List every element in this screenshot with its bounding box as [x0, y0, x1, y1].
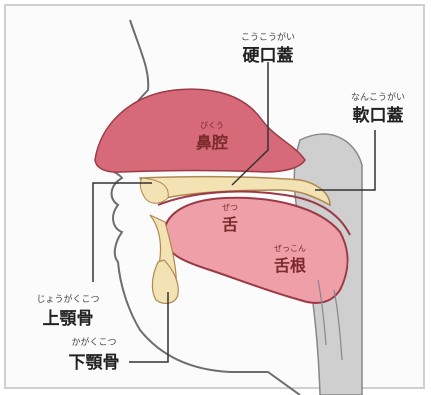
soft-palate-label: 軟口蓋 [353, 105, 404, 126]
nasal-cavity-ruby: びくう [200, 121, 224, 130]
tongue-label: 舌 [222, 215, 238, 234]
tongue-root-ruby: ぜっこん [274, 244, 306, 253]
maxilla-label: 上顎骨 [43, 309, 94, 329]
nasal-cavity-shape [95, 89, 305, 172]
hard-palate-label: 硬口蓋 [243, 46, 294, 66]
tongue-ruby: ぜつ [222, 203, 238, 212]
nasal-cavity-label: 鼻腔 [196, 133, 228, 152]
maxilla-ruby: じょうがくこつ [36, 293, 99, 305]
soft-palate-ruby: なんこうがい [351, 91, 405, 103]
hard-palate-ruby: こうこうがい [241, 31, 295, 43]
tongue-root-label: 舌根 [274, 256, 306, 275]
mandible-ruby: かがくこつ [71, 336, 116, 348]
mandible-label: 下顎骨 [69, 353, 120, 373]
